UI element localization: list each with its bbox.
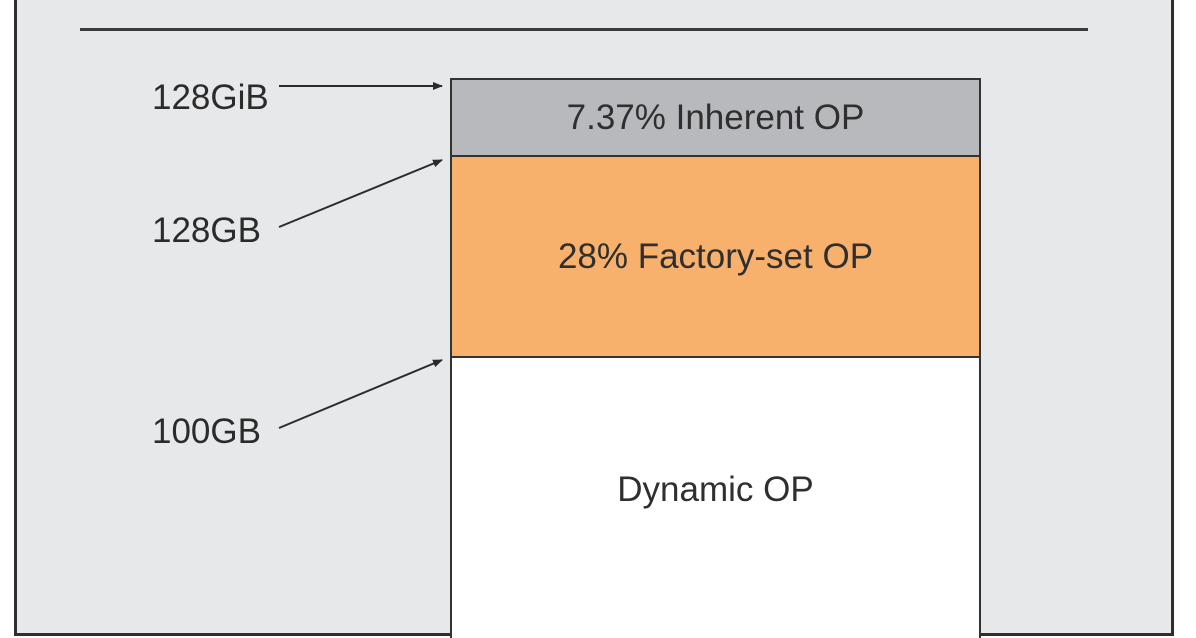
factory-set-op-segment: 28% Factory-set OP: [452, 157, 979, 358]
capacity-label-128gb: 128GB: [152, 211, 261, 250]
capacity-label-128gib: 128GiB: [152, 78, 269, 117]
title-divider: [80, 28, 1088, 31]
inherent-op-segment: 7.37% Inherent OP: [452, 80, 979, 157]
capacity-label-100gb: 100GB: [152, 412, 261, 451]
over-provisioning-stack: 7.37% Inherent OP 28% Factory-set OP Dyn…: [450, 78, 981, 638]
dynamic-op-label: Dynamic OP: [617, 470, 814, 509]
dynamic-op-segment: Dynamic OP: [452, 358, 979, 638]
inherent-op-label: 7.37% Inherent OP: [566, 97, 865, 137]
factory-set-op-label: 28% Factory-set OP: [557, 236, 874, 276]
